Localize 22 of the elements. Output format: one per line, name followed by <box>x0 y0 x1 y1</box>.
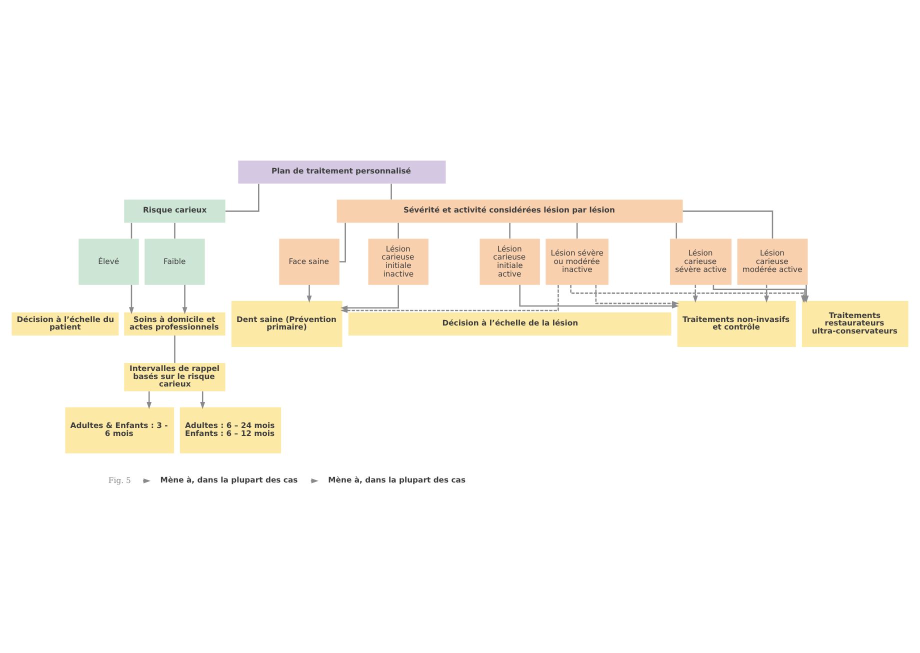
connector <box>576 222 578 239</box>
arrow <box>182 284 188 314</box>
arrow <box>146 391 152 410</box>
connector <box>509 222 510 239</box>
arrow <box>129 284 134 314</box>
arrow <box>804 284 809 303</box>
arrow <box>764 284 770 303</box>
connector <box>130 222 132 239</box>
arrow <box>692 284 698 303</box>
arrow <box>340 285 399 310</box>
connector <box>390 184 392 200</box>
connector <box>174 222 176 239</box>
arrow <box>595 285 680 306</box>
connector <box>340 222 346 262</box>
connector <box>398 222 399 239</box>
connector <box>226 184 260 212</box>
connector <box>682 210 774 239</box>
arrow <box>306 284 312 303</box>
arrow <box>200 391 206 410</box>
arrow <box>570 284 806 303</box>
connector <box>676 222 678 239</box>
connector <box>174 335 176 363</box>
